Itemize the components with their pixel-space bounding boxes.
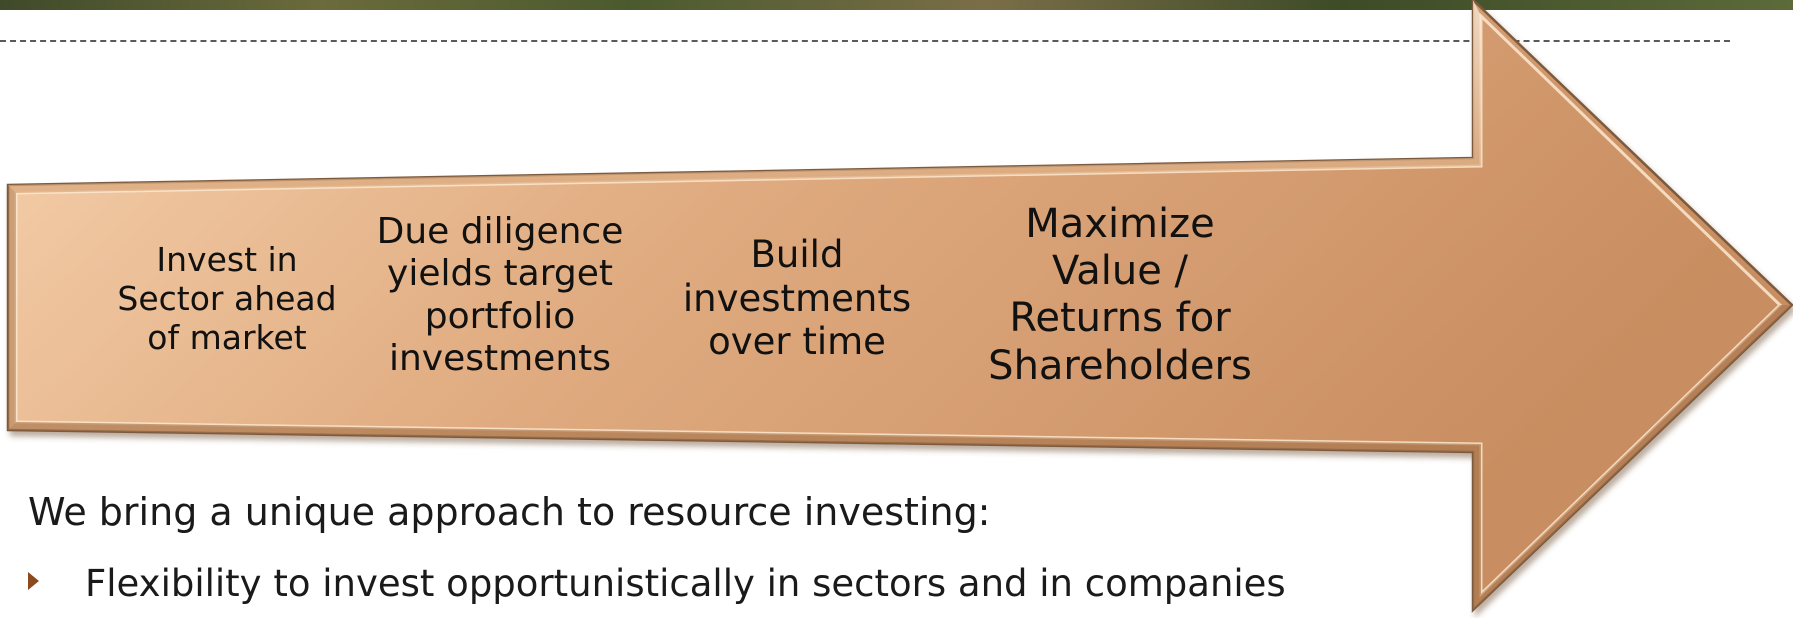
step-line: Build [750, 233, 844, 276]
step-build-investments: Build investments over time [672, 233, 922, 364]
step-line: Returns for [1009, 295, 1231, 342]
step-line: over time [708, 320, 886, 364]
step-maximize-value: Maximize Value / Returns for Shareholder… [960, 201, 1280, 390]
step-line: of market [147, 317, 307, 357]
step-line: Sector ahead [117, 278, 337, 318]
step-due-diligence: Due diligence yields target portfolio in… [370, 211, 630, 381]
step-line: Value / [1051, 248, 1189, 295]
step-line: Shareholders [988, 342, 1252, 389]
bullet-item: Flexibility to invest opportunistically … [28, 562, 1286, 605]
step-line: Maximize [1025, 201, 1215, 247]
step-line: yields target [387, 253, 613, 295]
bullet-text: Flexibility to invest opportunistically … [85, 562, 1286, 605]
step-line: investments [388, 338, 612, 380]
arrow-shape [6, 0, 1793, 613]
step-line: Due diligence [376, 211, 624, 252]
step-line: portfolio [424, 295, 576, 337]
intro-text: We bring a unique approach to resource i… [28, 490, 991, 534]
step-line: investments [682, 276, 912, 320]
dashed-divider [0, 40, 1730, 42]
step-line: Invest in [156, 240, 298, 279]
header-photo-strip [0, 0, 1793, 10]
step-invest-in-sector: Invest in Sector ahead of market [112, 240, 342, 358]
triangle-bullet-icon [28, 572, 39, 590]
